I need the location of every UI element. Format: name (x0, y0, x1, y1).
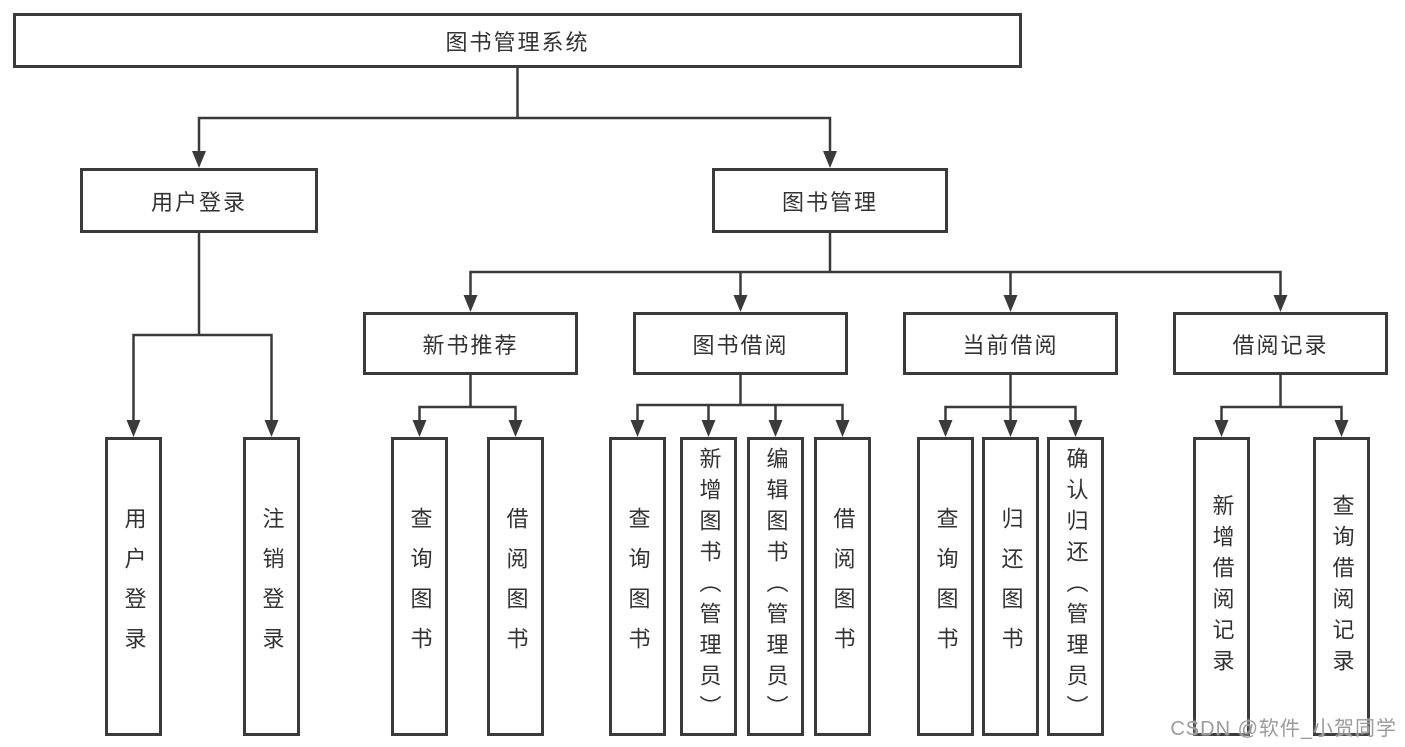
leaf-rec-query-books-label: 查询图书 (407, 506, 433, 667)
node-book-management: 图书管理 (712, 168, 948, 233)
leaf-bb-borrow-books: 借阅图书 (814, 437, 871, 736)
node-book-borrow-label: 图书借阅 (692, 332, 789, 358)
csdn-watermark: CSDN @软件_小贺同学 (1170, 718, 1397, 740)
leaf-bb-query-books: 查询图书 (609, 437, 666, 736)
node-new-book-recommend: 新书推荐 (363, 312, 578, 375)
leaf-records-query-record: 查询借阅记录 (1313, 437, 1370, 736)
leaf-rec-borrow-books: 借阅图书 (487, 437, 544, 736)
node-book-borrow: 图书借阅 (633, 312, 848, 375)
leaf-user-login: 用户登录 (105, 437, 162, 736)
leaf-bb-borrow-books-label: 借阅图书 (830, 506, 856, 667)
leaf-user-login-label: 用户登录 (121, 506, 147, 667)
arrowheads (126, 151, 1349, 437)
node-user-login-label: 用户登录 (150, 189, 247, 215)
leaf-cur-query-books-label: 查询图书 (933, 506, 959, 667)
leaf-bb-add-books-admin-label: 新增图书（管理员） (696, 447, 722, 726)
node-book-management-label: 图书管理 (781, 189, 878, 215)
leaf-cur-confirm-return-admin: 确认归还（管理员） (1047, 437, 1104, 736)
node-borrow-records-label: 借阅记录 (1232, 332, 1329, 358)
leaf-records-query-record-label: 查询借阅记录 (1329, 493, 1355, 680)
node-borrow-records: 借阅记录 (1173, 312, 1388, 375)
leaf-bb-edit-books-admin: 编辑图书（管理员） (747, 437, 804, 736)
node-current-borrow: 当前借阅 (903, 312, 1118, 375)
leaf-bb-edit-books-admin-label: 编辑图书（管理员） (763, 447, 789, 726)
leaf-rec-borrow-books-label: 借阅图书 (503, 506, 529, 667)
leaf-logout: 注销登录 (243, 437, 300, 736)
node-root-system: 图书管理系统 (13, 13, 1022, 68)
leaf-cur-query-books: 查询图书 (917, 437, 974, 736)
leaf-cur-return-books-label: 归还图书 (998, 506, 1024, 667)
leaf-records-add-record-label: 新增借阅记录 (1209, 493, 1235, 680)
leaf-bb-query-books-label: 查询图书 (625, 506, 651, 667)
leaf-logout-label: 注销登录 (259, 506, 285, 667)
node-new-book-recommend-label: 新书推荐 (422, 332, 519, 358)
node-current-borrow-label: 当前借阅 (962, 332, 1059, 358)
leaf-rec-query-books: 查询图书 (391, 437, 448, 736)
leaf-records-add-record: 新增借阅记录 (1193, 437, 1250, 736)
leaf-cur-confirm-return-admin-label: 确认归还（管理员） (1063, 447, 1089, 726)
node-root-system-label: 图书管理系统 (445, 29, 590, 55)
node-user-login: 用户登录 (80, 168, 318, 233)
leaf-bb-add-books-admin: 新增图书（管理员） (680, 437, 737, 736)
leaf-cur-return-books: 归还图书 (982, 437, 1039, 736)
